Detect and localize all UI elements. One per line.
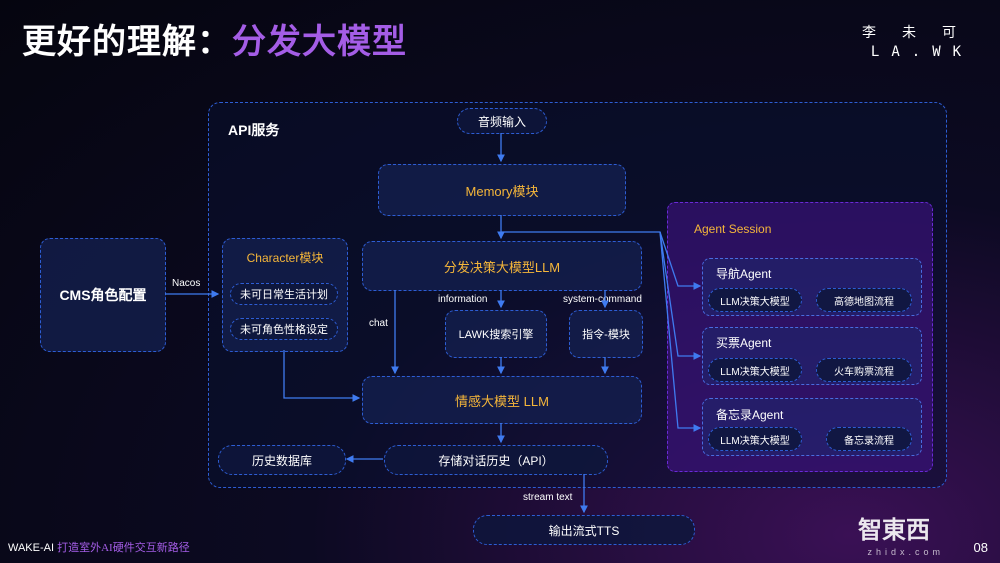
nacos-label: Nacos [172, 278, 201, 289]
dispatch-llm: 分发决策大模型LLM [362, 241, 642, 291]
agent-llm: LLM决策大模型 [708, 358, 802, 382]
agent-llm: LLM决策大模型 [708, 427, 802, 451]
agent-flow: 高德地图流程 [816, 288, 912, 312]
cms-role-config: CMS角色配置 [40, 238, 166, 352]
agent-name: 备忘录Agent [716, 408, 784, 422]
to-ticket-agent-arrow [659, 231, 702, 360]
memory-module: Memory模块 [378, 164, 626, 216]
output-stream-tts: 输出流式TTS [473, 515, 695, 545]
agent-session-title: Agent Session [694, 222, 772, 236]
emotion-llm: 情感大模型 LLM [362, 376, 642, 424]
footer-slogan: 打造室外AI硬件交互新路径 [57, 542, 190, 554]
title-white: 更好的理解： [22, 23, 232, 61]
information-label: information [438, 294, 488, 305]
agent-flow: 备忘录流程 [826, 427, 912, 451]
logo-en: LA.WK [870, 44, 974, 60]
agent-name: 导航Agent [716, 267, 772, 281]
store-dialog-history: 存储对话历史（API） [384, 445, 608, 475]
history-database: 历史数据库 [218, 445, 346, 475]
agent-flow: 火车购票流程 [816, 358, 912, 382]
logo-cn: 李未可 [862, 25, 982, 41]
api-service-label: API服务 [228, 122, 280, 138]
chat-label: chat [369, 318, 388, 329]
lawk-search-engine: LAWK搜索引擎 [445, 310, 547, 358]
to-nav-agent-arrow [501, 231, 702, 290]
command-module: 指令-模块 [569, 310, 643, 358]
footer: WAKE-AI 打造室外AI硬件交互新路径 [8, 539, 190, 555]
lawk-logo: 李未可 LA.WK [862, 22, 982, 60]
page-number: 08 [973, 540, 988, 555]
character-title: Character模块 [246, 251, 324, 265]
title-purple: 分发大模型 [232, 23, 407, 61]
character-item: 未可日常生活计划 [230, 283, 338, 305]
character-to-emotion-arrow [283, 350, 361, 402]
agent-llm: LLM决策大模型 [708, 288, 802, 312]
page-title: 更好的理解：分发大模型 [22, 14, 407, 63]
character-item: 未可角色性格设定 [230, 318, 338, 340]
watermark-cn: 智東西 [858, 517, 930, 544]
audio-input: 音频输入 [457, 108, 547, 134]
agent-name: 买票Agent [716, 336, 772, 350]
to-memo-agent-arrow [659, 231, 702, 432]
system-command-label: system-command [563, 294, 642, 305]
stream-text-label: stream text [523, 492, 573, 503]
footer-brand: WAKE-AI [8, 542, 55, 554]
watermark-en: zhidx.com [867, 547, 944, 557]
